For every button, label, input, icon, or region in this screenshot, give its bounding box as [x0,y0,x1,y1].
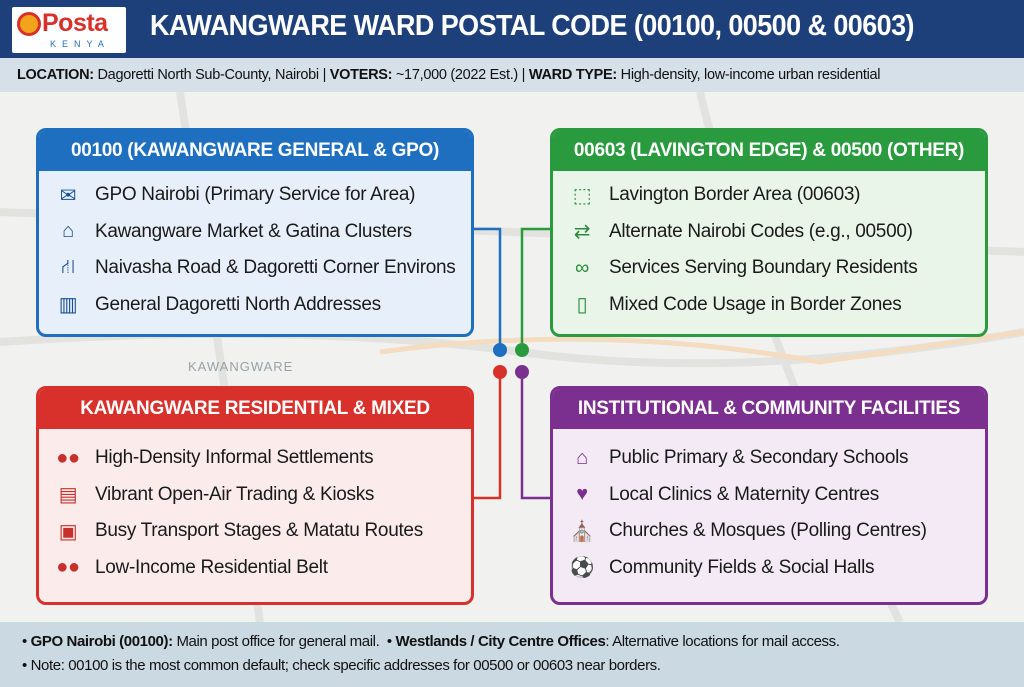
card-title: 00100 (KAWANGWARE GENERAL & GPO) [39,131,471,171]
gpo-label: GPO Nairobi (00100): [30,633,173,650]
gpo-text: Main post office for general mail. [176,633,380,650]
list-item: ▯ Mixed Code Usage in Border Zones [569,287,985,324]
list-item: ⬚ Lavington Border Area (00603) [569,177,985,214]
item-text: Alternate Nairobi Codes (e.g., 00500) [609,220,913,242]
card-00603-00500: 00603 (LAVINGTON EDGE) & 00500 (OTHER) ⬚… [550,128,988,337]
item-text: High-Density Informal Settlements [95,447,374,469]
link-icon: ∞ [575,256,589,279]
westlands-text: : Alternative locations for mail access. [605,633,840,650]
item-text: Mixed Code Usage in Border Zones [609,293,902,315]
item-text: Busy Transport Stages & Matatu Routes [95,520,423,542]
sports-icon: ⚽ [569,557,595,580]
list-item: ▤ Vibrant Open-Air Trading & Kiosks [55,477,471,514]
location-label: LOCATION: [17,67,94,83]
item-text: Kawangware Market & Gatina Clusters [95,220,412,242]
list-item: ✉ GPO Nairobi (Primary Service for Area) [55,177,471,214]
list-item: ⛪ Churches & Mosques (Polling Centres) [569,513,985,550]
list-item: ▣ Busy Transport Stages & Matatu Routes [55,513,471,550]
people-icon: ●● [56,556,80,579]
list-item: ♥ Local Clinics & Maternity Centres [569,477,985,514]
item-text: Lavington Border Area (00603) [609,184,861,206]
card-title: 00603 (LAVINGTON EDGE) & 00500 (OTHER) [553,131,985,171]
location-value: Dagoretti North Sub-County, Nairobi | [97,67,327,83]
building-icon: ▥ [58,294,78,317]
item-text: Vibrant Open-Air Trading & Kiosks [95,483,375,505]
swap-icon: ⇄ [573,221,591,244]
footer-notes: • GPO Nairobi (00100): Main post office … [0,622,1024,687]
page-title: KAWANGWARE WARD POSTAL CODE (00100, 0050… [150,10,915,42]
voters-label: VOTERS: [329,67,393,83]
border-area-icon: ⬚ [572,184,592,207]
header: Posta KENYA KAWANGWARE WARD POSTAL CODE … [0,0,1024,58]
info-bar: LOCATION: Dagoretti North Sub-County, Na… [0,58,1024,92]
church-icon: ⛪ [569,520,595,543]
ward-type-value: High-density, low-income urban residenti… [620,67,881,83]
list-item: ⛙ Naivasha Road & Dagoretti Corner Enviro… [55,250,471,287]
note-text: Note: 00100 is the most common default; … [30,657,661,674]
kiosk-icon: ▤ [58,484,78,507]
map-icon: ▯ [576,294,588,317]
item-text: Community Fields & Social Halls [609,556,875,578]
item-text: Naivasha Road & Dagoretti Corner Environ… [95,257,456,279]
mail-icon: ✉ [59,184,77,207]
list-item: ⌂ Public Primary & Secondary Schools [569,440,985,477]
list-item: ▥ General Dagoretti North Addresses [55,287,471,324]
card-title: KAWANGWARE RESIDENTIAL & MIXED [39,389,471,429]
list-item: ⚽ Community Fields & Social Halls [569,550,985,587]
card-title: INSTITUTIONAL & COMMUNITY FACILITIES [553,389,985,429]
people-icon: ●● [56,446,80,469]
footer-line-1: • GPO Nairobi (00100): Main post office … [22,633,840,650]
school-icon: ⌂ [576,446,588,469]
item-text: Services Serving Boundary Residents [609,257,918,279]
item-text: Local Clinics & Maternity Centres [609,483,879,505]
item-text: Public Primary & Secondary Schools [609,447,909,469]
posta-logo-icon [17,12,41,36]
card-residential: KAWANGWARE RESIDENTIAL & MIXED ●● High-De… [36,386,474,605]
item-text: Churches & Mosques (Polling Centres) [609,520,927,542]
list-item: ⌂ Kawangware Market & Gatina Clusters [55,214,471,251]
list-item: ●● High-Density Informal Settlements [55,440,471,477]
ward-type-label: WARD TYPE: [528,67,617,83]
card-00100: 00100 (KAWANGWARE GENERAL & GPO) ✉ GPO Na… [36,128,474,337]
bus-icon: ▣ [58,520,78,543]
item-text: GPO Nairobi (Primary Service for Area) [95,184,416,206]
list-item: ●● Low-Income Residential Belt [55,550,471,587]
card-institutional: INSTITUTIONAL & COMMUNITY FACILITIES ⌂ Pu… [550,386,988,605]
item-text: General Dagoretti North Addresses [95,293,381,315]
posta-kenya-logo: Posta KENYA [12,7,126,53]
voters-value: ~17,000 (2022 Est.) | [395,67,526,83]
item-text: Low-Income Residential Belt [95,556,328,578]
footer-line-2: • Note: 00100 is the most common default… [22,657,661,674]
heart-pulse-icon: ♥ [576,483,588,506]
logo-subtext: KENYA [50,39,110,49]
westlands-label: Westlands / City Centre Offices [395,633,606,650]
list-item: ∞ Services Serving Boundary Residents [569,250,985,287]
list-item: ⇄ Alternate Nairobi Codes (e.g., 00500) [569,214,985,251]
road-icon: ⛙ [61,255,75,278]
logo-text: Posta [42,9,108,37]
house-icon: ⌂ [62,220,74,243]
map-label: KAWANGWARE [188,359,294,374]
